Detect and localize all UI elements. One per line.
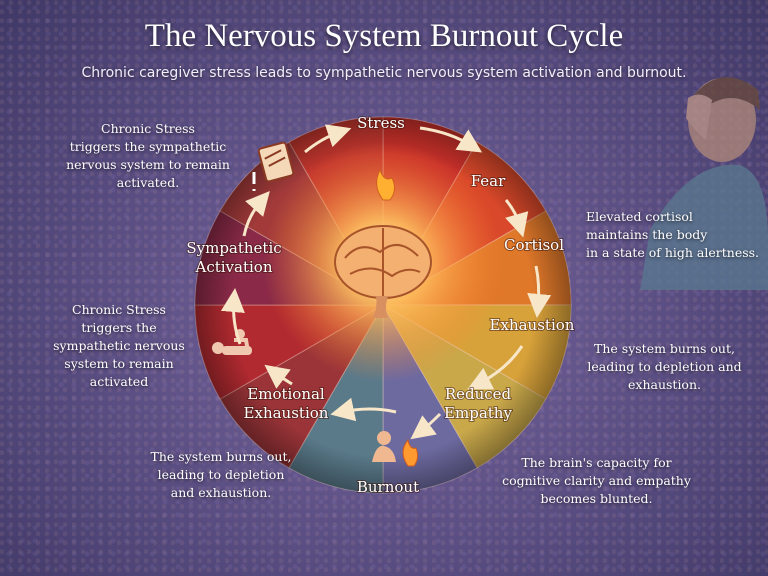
cycle-arrow [467,345,524,390]
stage-label: Fear [471,172,506,190]
note-mid-right: The system burns out,leading to depletio… [587,341,742,392]
cycle-arrow [264,364,293,389]
cycle-arrow [504,199,529,238]
cycle-arrow [527,265,552,318]
cycle-arrows [220,124,552,440]
cycle-arrow [330,397,397,422]
cycle-arrow [220,288,245,345]
fire-icon [402,438,419,467]
distressed-person-illustration [640,77,768,290]
brain-icon [334,225,432,318]
cycle-arrow [410,412,442,440]
stage-label: Exhaustion [490,316,575,334]
cycle-arrow [419,126,483,153]
stage-label: Stress [357,114,405,132]
cycle-arrow [304,124,352,154]
note-bottom-left: The system burns out,leading to depletio… [150,449,292,500]
cycle-arrow [242,190,270,237]
page-subtitle: Chronic caregiver stress leads to sympat… [81,65,687,81]
stage-label: Cortisol [504,236,564,254]
clipboard-icon [252,141,295,191]
flame-icon [376,168,396,201]
stage-label: Burnout [357,478,419,496]
caregiver-icon [372,431,396,462]
page-title: The Nervous System Burnout Cycle [144,18,624,54]
